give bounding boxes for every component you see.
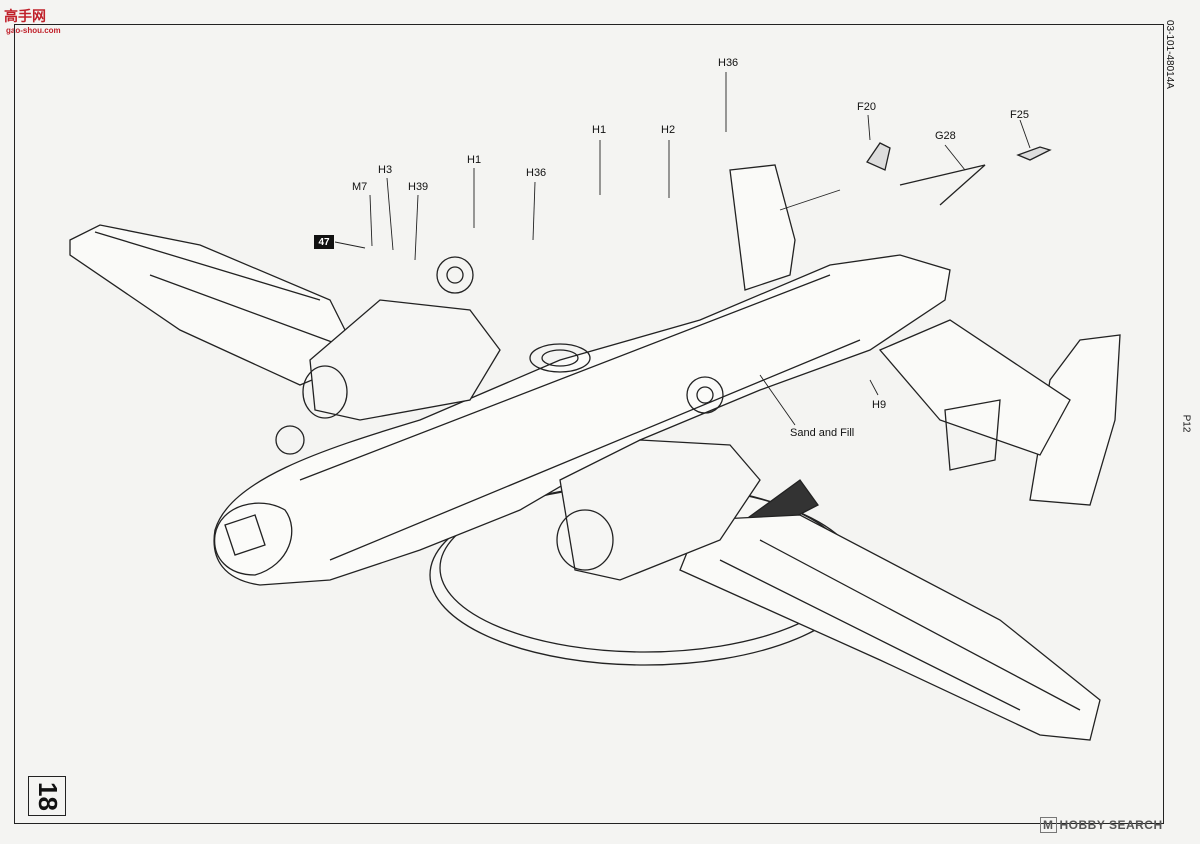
part-label-g28: G28 <box>935 130 956 142</box>
brand-text: HOBBY SEARCH <box>1059 818 1163 832</box>
watermark-logo: 高手网 <box>4 8 46 24</box>
part-label-m7: M7 <box>352 181 368 193</box>
brand-mark-icon: M <box>1040 817 1057 833</box>
page-frame <box>14 24 1164 824</box>
page-number: P12 <box>1180 414 1192 433</box>
part-label-h3: H3 <box>378 164 393 176</box>
reference-step-badge: 47 <box>314 235 334 249</box>
part-label-h39: H39 <box>408 181 429 193</box>
part-label-h36: H36 <box>718 57 739 69</box>
part-label-h1: H1 <box>592 124 607 136</box>
part-label-f20: F20 <box>857 101 876 113</box>
part-label-h9: H9 <box>872 399 887 411</box>
document-code: 03-101-48014A <box>1164 20 1175 89</box>
part-label-f25: F25 <box>1010 109 1029 121</box>
part-label-h1: H1 <box>467 154 482 166</box>
watermark-url: gao-shou.com <box>6 26 61 35</box>
part-label-h36: H36 <box>526 167 547 179</box>
sand-and-fill-note: Sand and Fill <box>790 427 855 439</box>
part-label-h2: H2 <box>661 124 676 136</box>
step-number: 18 <box>28 776 66 816</box>
